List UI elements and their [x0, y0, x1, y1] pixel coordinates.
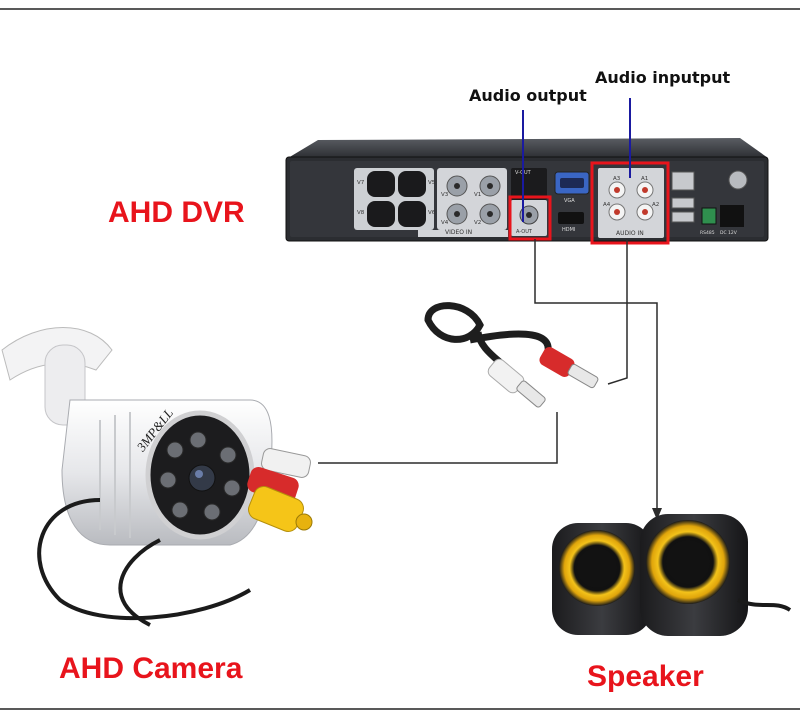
knockout-label: V5: [428, 180, 436, 186]
camera-device: [1, 327, 313, 627]
audio-output-highlight: [508, 195, 552, 241]
audio-output-label: Audio output: [469, 86, 587, 105]
audio-port-label: A2: [652, 202, 659, 208]
audio-port-label: A3: [613, 176, 621, 182]
video-port-label: V2: [474, 220, 481, 226]
dvr-device: [285, 138, 769, 242]
camera-label: AHD Camera: [59, 652, 243, 685]
audio-port-label: A1: [641, 176, 648, 182]
video-port-label: V1: [474, 192, 481, 198]
dvr-audio-in-label: AUDIO IN: [616, 230, 644, 237]
knockout-label: V8: [357, 210, 365, 216]
dvr-video-in-label: VIDEO IN: [445, 229, 472, 236]
speaker-arrowhead: [652, 508, 662, 520]
dvr-dc-label: DC 12V: [720, 230, 738, 236]
rca-cable: [424, 302, 599, 408]
dvr-rs485-label: RS485: [700, 230, 715, 236]
dvr-label: AHD DVR: [108, 196, 245, 229]
knockout-label: V6: [428, 210, 436, 216]
dvr-vga-label: VGA: [564, 198, 575, 204]
audio-port-label: A4: [603, 202, 611, 208]
speaker-label: Speaker: [587, 660, 704, 693]
connection-lines: [318, 239, 658, 510]
video-port-label: V3: [441, 192, 449, 198]
video-port-label: V4: [441, 220, 449, 226]
knockout-label: V7: [357, 180, 365, 186]
dvr-a-out-label: A-OUT: [516, 229, 533, 235]
audio-input-label: Audio inputput: [595, 68, 731, 87]
speaker-device: [552, 514, 792, 636]
dvr-hdmi-label: HDMI: [562, 227, 575, 233]
